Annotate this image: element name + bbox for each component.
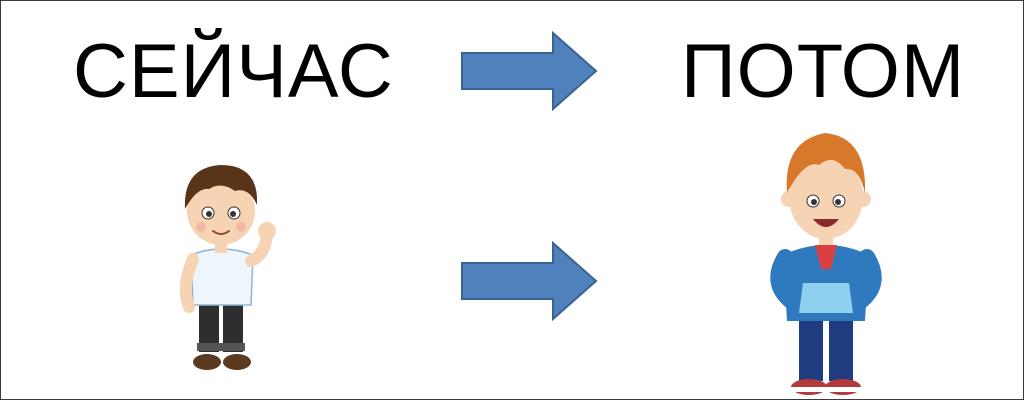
right-arrow-icon bbox=[461, 241, 598, 321]
right-arrow-icon bbox=[461, 31, 598, 111]
older-boy-illustration bbox=[770, 133, 882, 395]
label-now: СЕЙЧАС bbox=[73, 29, 394, 114]
label-later: ПОТОМ bbox=[681, 29, 966, 114]
small-boy-illustration bbox=[179, 165, 276, 370]
